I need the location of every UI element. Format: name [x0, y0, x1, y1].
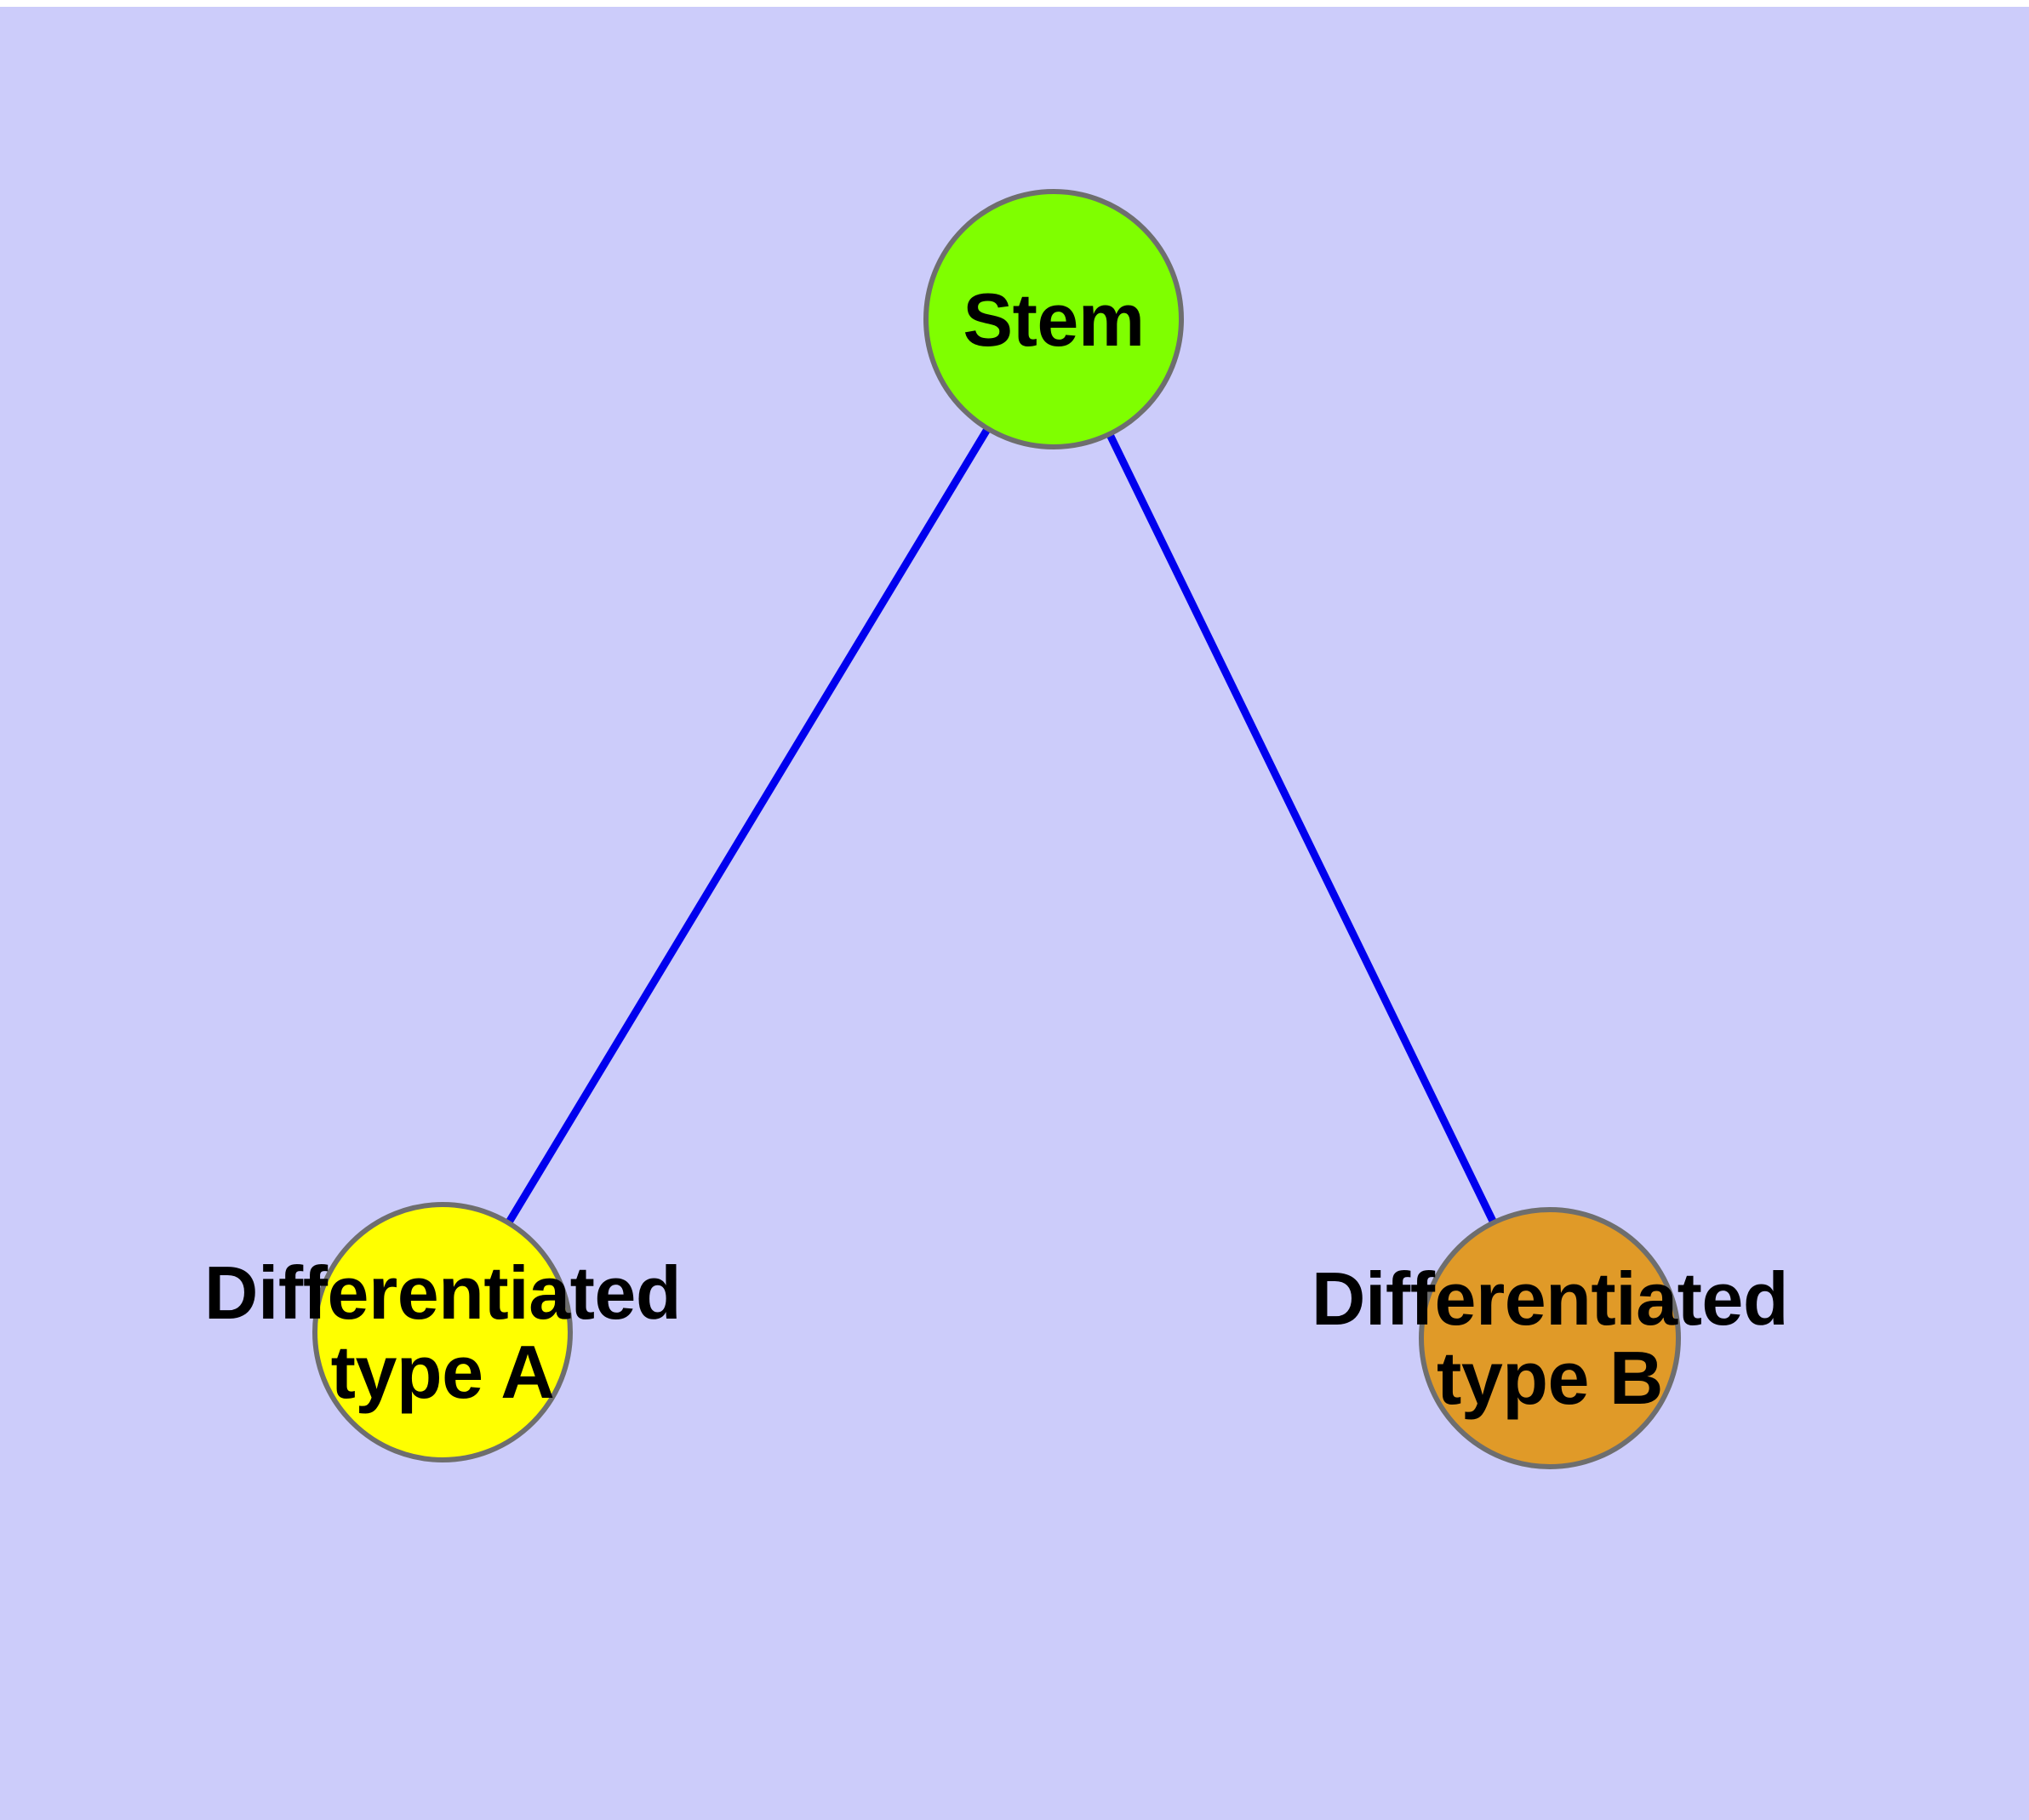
node-differentiated-type-b[interactable]: [1419, 1207, 1681, 1469]
edge-stem-to-differentiated-type-b: [1106, 431, 1498, 1226]
edge-layer: [505, 426, 1498, 1226]
graph-svg: [312, 189, 1681, 1469]
node-differentiated-type-a[interactable]: [312, 1202, 573, 1462]
edge-stem-to-differentiated-type-a: [505, 426, 992, 1226]
node-layer: [312, 189, 1681, 1469]
node-stem[interactable]: [923, 189, 1184, 449]
